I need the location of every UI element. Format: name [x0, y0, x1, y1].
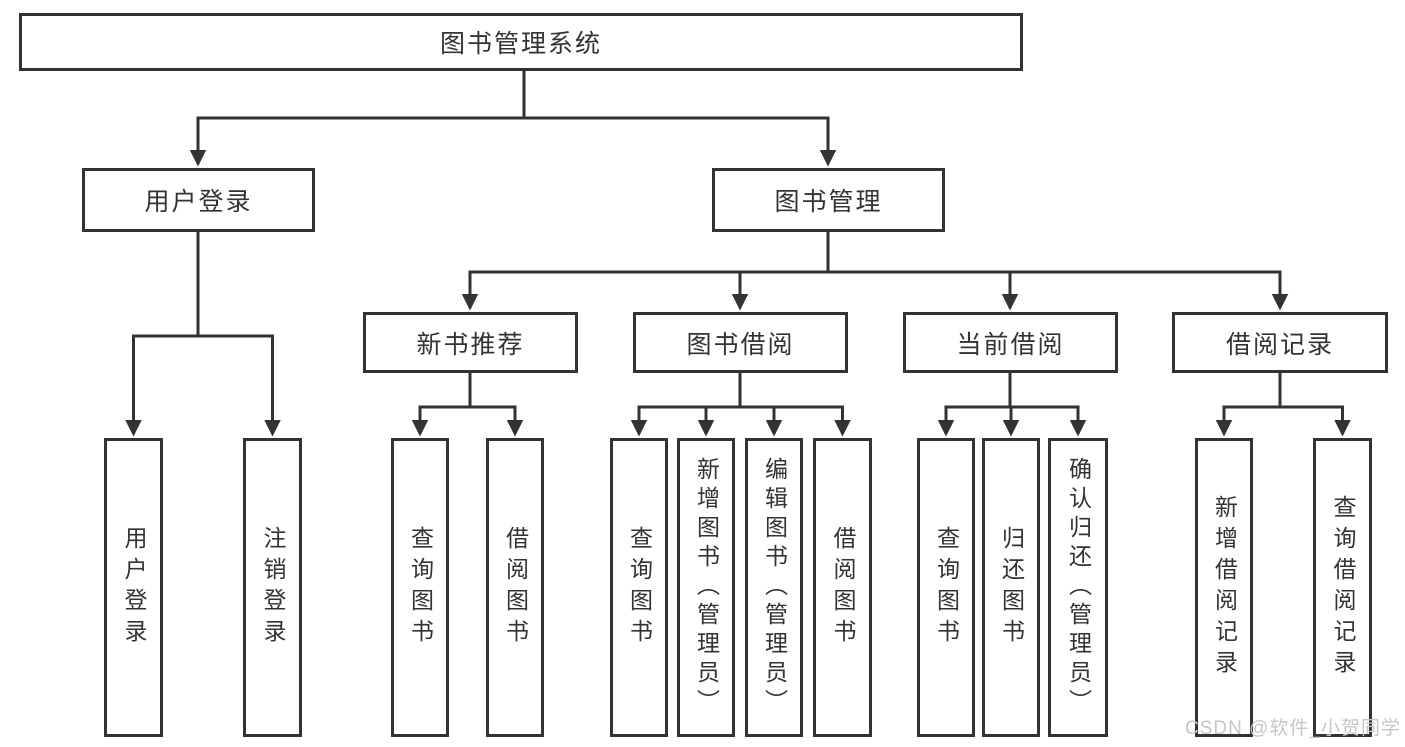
leaf-borrow-query-books-label: 查询图书	[626, 525, 653, 650]
leaf-logout: 注销登录	[243, 438, 302, 737]
leaf-borrow-edit-books-admin-label: 编辑图书（管理员）	[761, 457, 788, 718]
leaf-user-login-label: 用户登录	[121, 525, 147, 650]
connector-user-login-to-leaves	[125, 232, 281, 437]
node-root: 图书管理系统	[19, 13, 1023, 71]
leaf-borrow-borrow-books-label: 借阅图书	[830, 525, 856, 650]
connector-new-book-to-leaves	[411, 373, 524, 437]
leaf-logout-label: 注销登录	[260, 525, 286, 650]
leaf-borrow-borrow-books: 借阅图书	[813, 438, 872, 737]
node-borrowing-records: 借阅记录	[1172, 312, 1388, 373]
leaf-records-add-record: 新增借阅记录	[1195, 438, 1253, 737]
leaf-borrow-add-books-admin: 新增图书（管理员）	[677, 438, 735, 737]
leaf-borrow-edit-books-admin: 编辑图书（管理员）	[745, 438, 803, 737]
node-user-login: 用户登录	[82, 168, 315, 232]
node-new-book-recommend: 新书推荐	[363, 312, 578, 373]
connector-root-to-level2	[189, 71, 837, 167]
leaf-current-confirm-return-admin-label: 确认归还（管理员）	[1065, 457, 1092, 718]
leaf-current-query-books-label: 查询图书	[933, 525, 960, 650]
node-current-borrowing: 当前借阅	[903, 312, 1118, 373]
node-book-borrowing: 图书借阅	[633, 312, 848, 373]
node-book-management: 图书管理	[712, 168, 945, 232]
leaf-records-query-record: 查询借阅记录	[1313, 438, 1372, 737]
leaf-current-query-books: 查询图书	[917, 438, 975, 737]
leaf-newbook-query-books: 查询图书	[391, 438, 449, 737]
leaf-newbook-borrow-books-label: 借阅图书	[502, 525, 529, 650]
connector-book-borrow-to-leaves	[630, 373, 851, 437]
leaf-user-login: 用户登录	[104, 438, 163, 737]
csdn-watermark: CSDN @软件_小贺同学	[1185, 718, 1401, 739]
leaf-current-return-books-label: 归还图书	[998, 525, 1025, 650]
connector-current-borrow-to-leaves	[937, 373, 1087, 437]
leaf-records-query-record-label: 查询借阅记录	[1330, 494, 1356, 681]
connector-book-management-to-groups	[461, 232, 1289, 311]
leaf-borrow-add-books-admin-label: 新增图书（管理员）	[693, 457, 720, 718]
leaf-records-add-record-label: 新增借阅记录	[1211, 494, 1238, 681]
leaf-newbook-query-books-label: 查询图书	[407, 525, 434, 650]
leaf-borrow-query-books: 查询图书	[610, 438, 668, 737]
leaf-current-return-books: 归还图书	[982, 438, 1040, 737]
leaf-current-confirm-return-admin: 确认归还（管理员）	[1048, 438, 1108, 737]
leaf-newbook-borrow-books: 借阅图书	[486, 438, 544, 737]
connector-borrow-records-to-leaves	[1215, 373, 1351, 437]
